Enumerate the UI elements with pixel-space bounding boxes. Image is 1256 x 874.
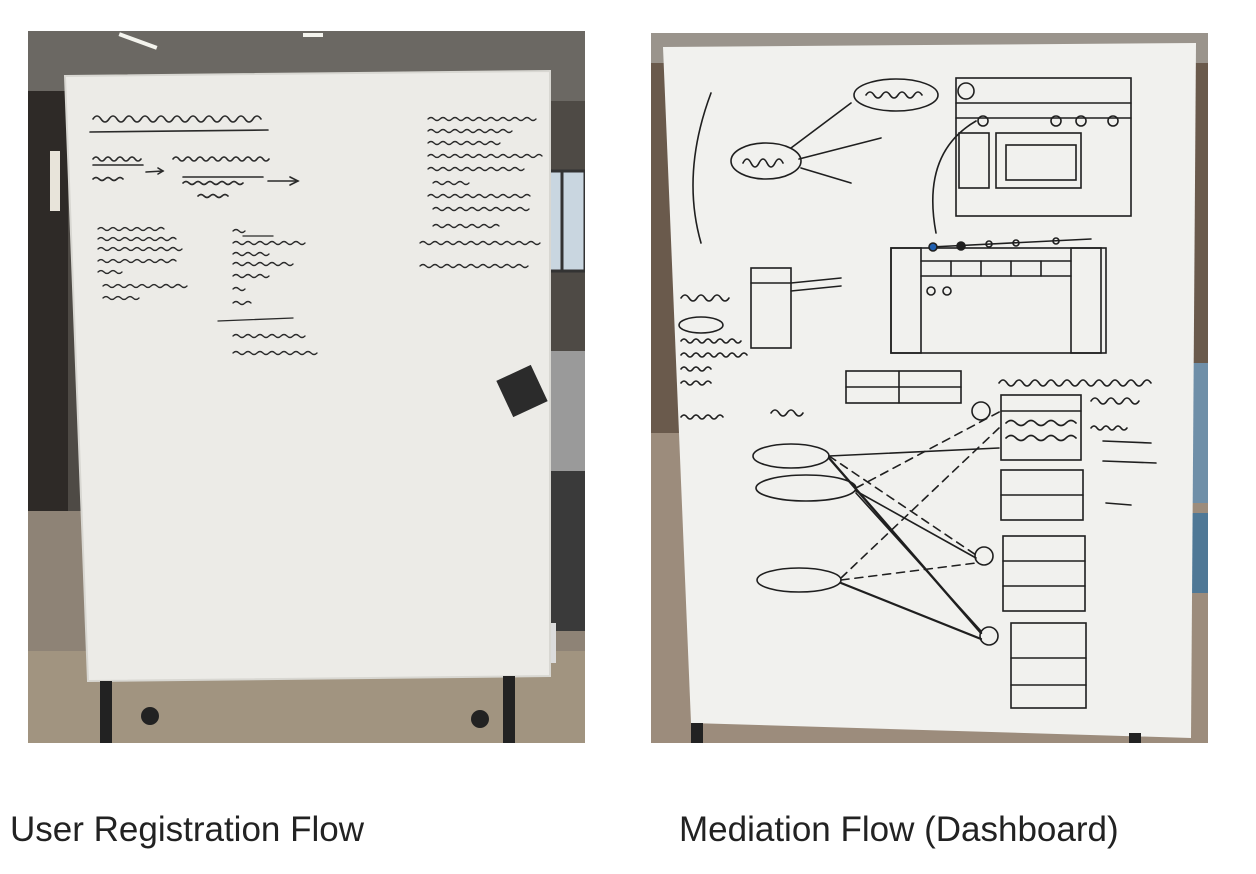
whiteboard-photo-registration	[28, 31, 585, 743]
mediation-whiteboard-image	[651, 33, 1208, 743]
whiteboard-photo-mediation	[651, 33, 1208, 743]
registration-whiteboard-image	[28, 31, 585, 743]
caption-user-registration-flow: User Registration Flow	[10, 810, 364, 849]
caption-mediation-flow: Mediation Flow (Dashboard)	[679, 810, 1119, 849]
